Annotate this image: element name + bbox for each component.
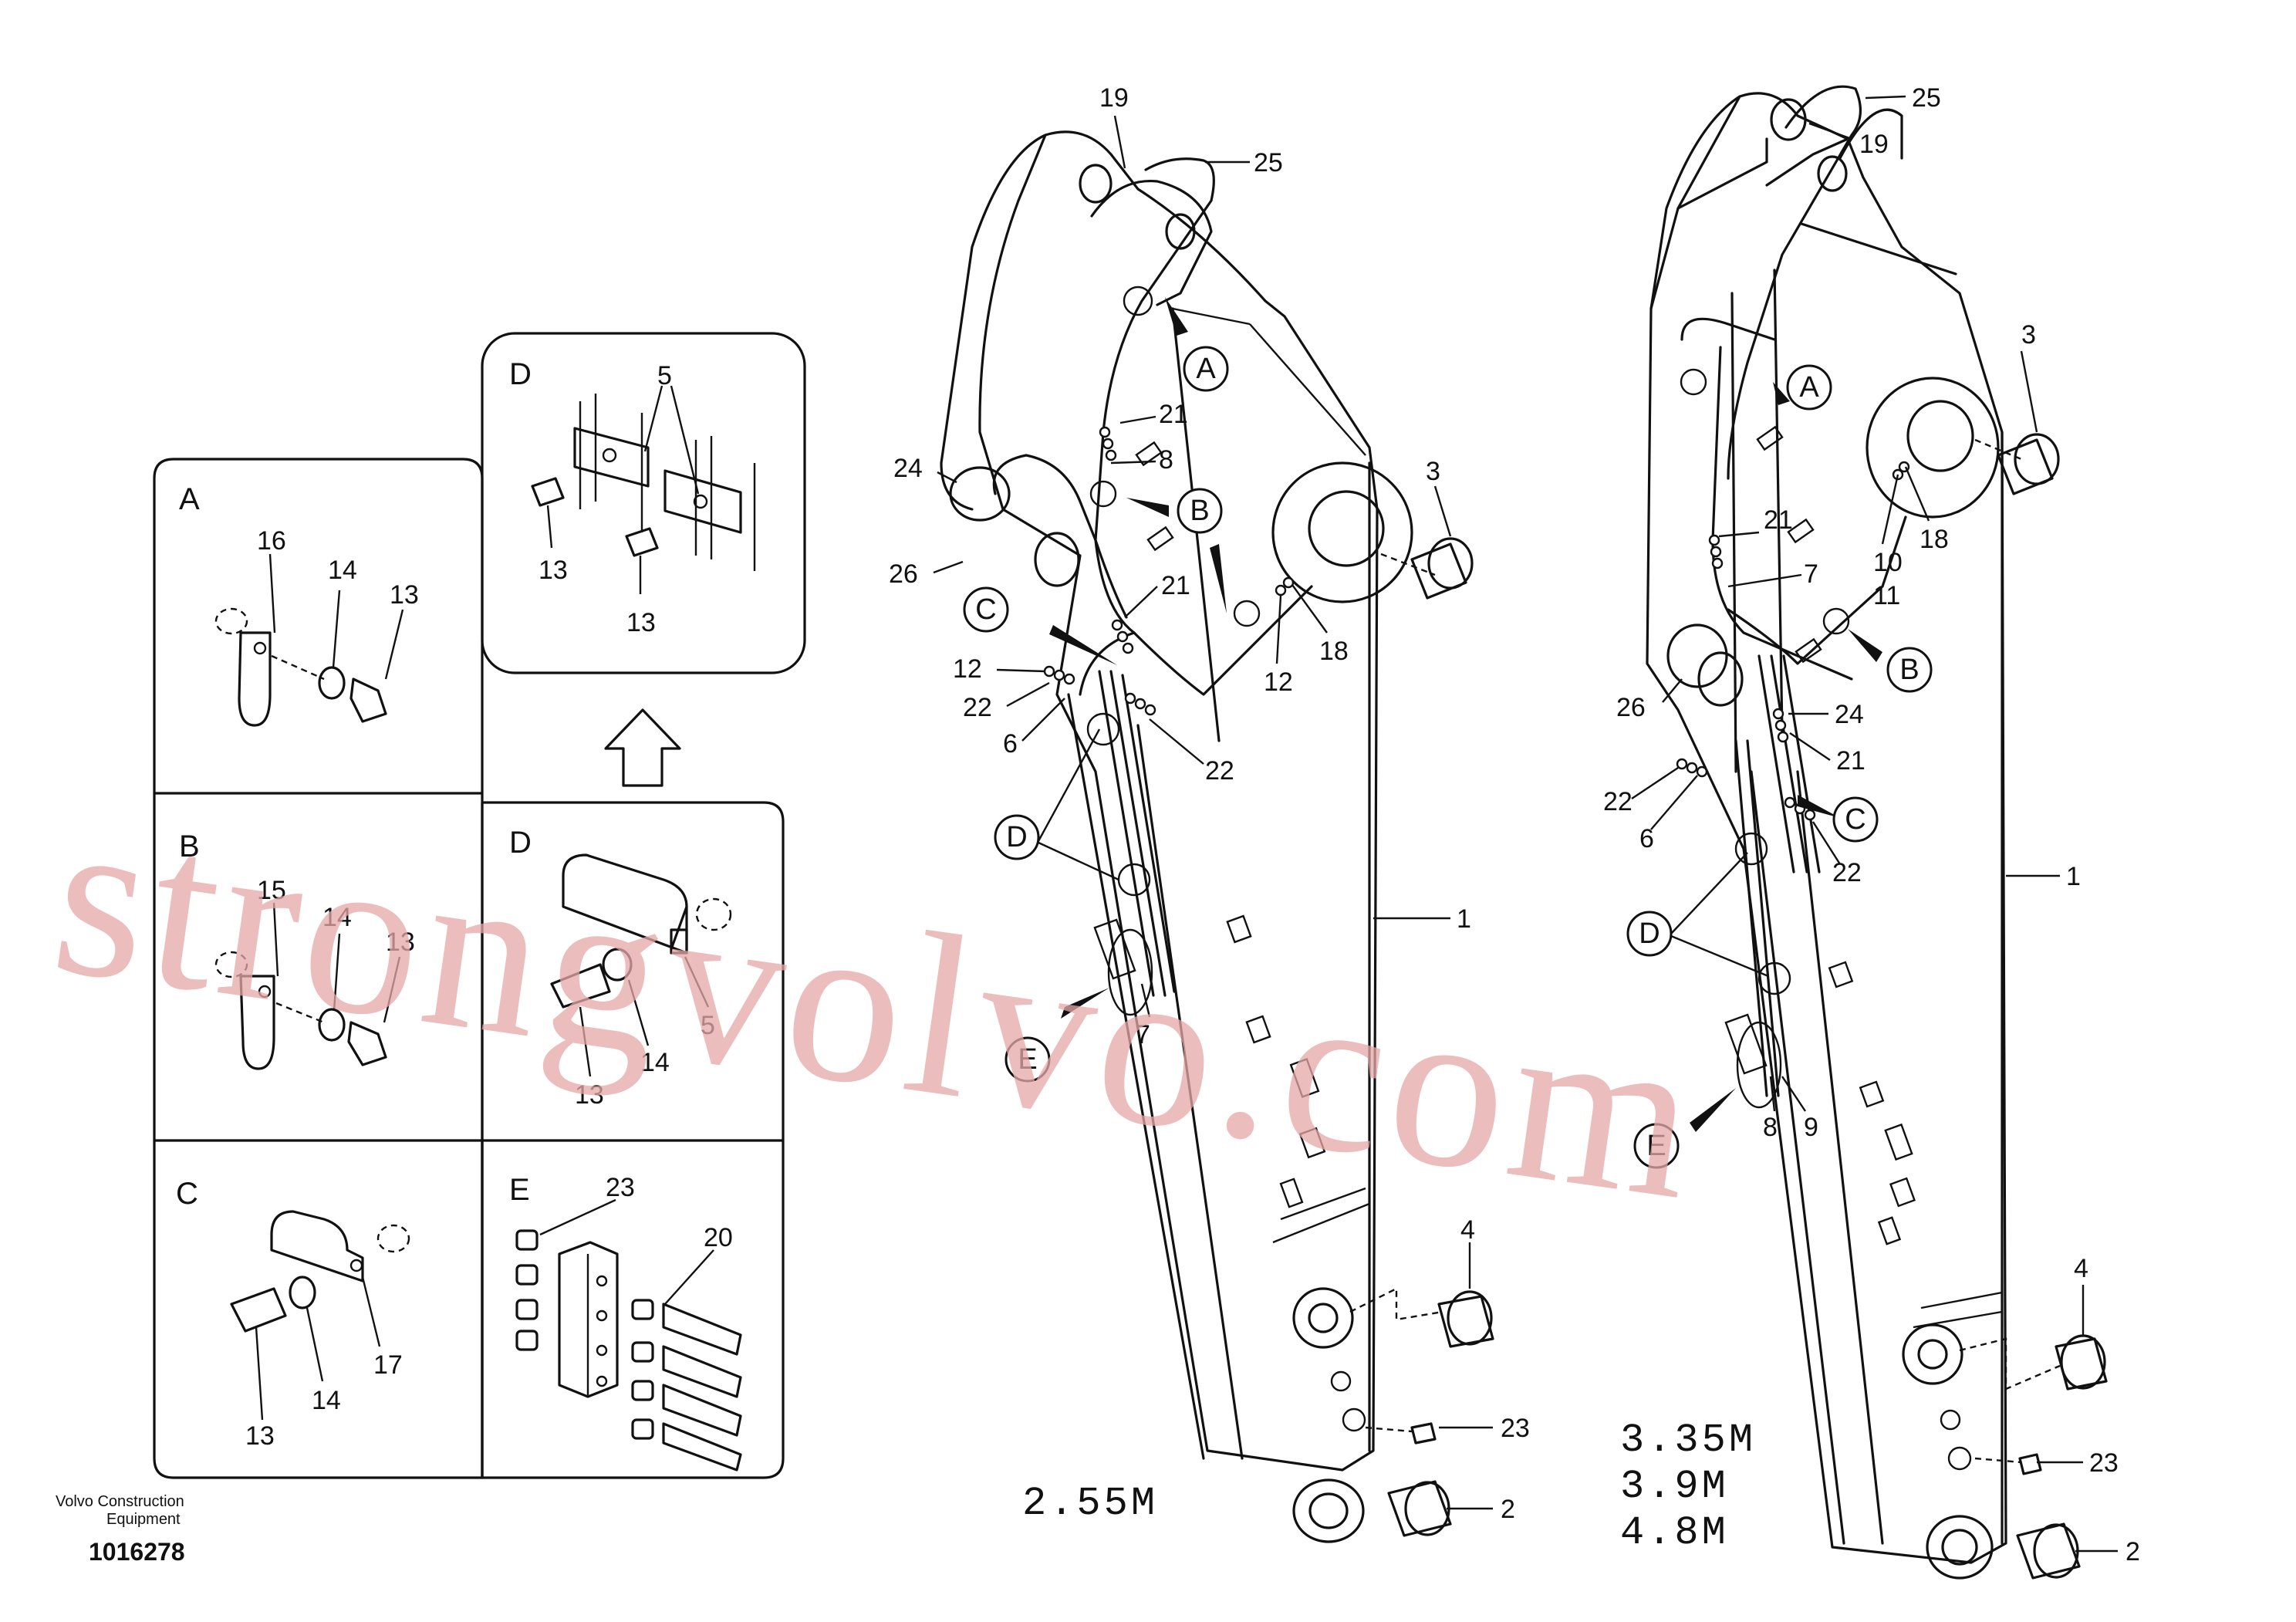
right-arm-size-label-2: 3.9M	[1620, 1464, 1729, 1509]
panel-c-label-13: 13	[245, 1421, 275, 1451]
panel-c-letter: C	[176, 1177, 198, 1211]
detail-panels: A B C D D E 16 14 13	[153, 332, 806, 1479]
panel-a-label-16: 16	[257, 526, 286, 556]
left-callout-e: E	[1018, 1043, 1037, 1076]
left-label-21a: 21	[1159, 400, 1188, 429]
panel-a-label-13: 13	[390, 580, 419, 610]
right-label-3: 3	[2021, 320, 2036, 350]
right-label-21b: 21	[1836, 746, 1866, 776]
left-label-2: 2	[1501, 1495, 1515, 1524]
left-arm-drawing: A B C D E 19 25 24 26 21 8 21 12 22 6	[889, 83, 1530, 1543]
right-arm-size-label-1: 3.35M	[1620, 1418, 1756, 1463]
right-label-1: 1	[2066, 862, 2081, 891]
panel-d-letter: D	[509, 826, 532, 860]
panel-c-label-17: 17	[373, 1350, 403, 1380]
panel-a-parts: 16 14 13	[214, 526, 419, 727]
panel-a-letter: A	[179, 482, 200, 516]
left-label-12a: 12	[953, 654, 982, 684]
left-label-22a: 22	[963, 693, 992, 722]
left-label-24: 24	[893, 454, 923, 483]
panel-e-label-20: 20	[704, 1223, 733, 1252]
panel-d-label-5: 5	[701, 1011, 715, 1040]
panel-d-top-label-5: 5	[657, 361, 672, 390]
watermark: strongvolvo.com	[41, 765, 1715, 1249]
panel-b-letter: B	[179, 830, 200, 863]
left-label-26: 26	[889, 559, 918, 589]
left-label-23: 23	[1501, 1414, 1530, 1443]
company-name: Volvo Construction	[56, 1493, 184, 1510]
right-label-9: 9	[1804, 1113, 1818, 1142]
right-label-7: 7	[1804, 559, 1818, 589]
right-callout-a: A	[1799, 371, 1819, 404]
right-callout-c: C	[1845, 803, 1866, 836]
panel-c-parts: 17 14 13	[230, 1210, 410, 1451]
left-label-19: 19	[1099, 83, 1129, 113]
right-label-25: 25	[1912, 83, 1941, 113]
right-label-18: 18	[1920, 525, 1949, 554]
right-label-22b: 22	[1832, 858, 1862, 887]
left-callout-a: A	[1196, 353, 1216, 385]
right-arm-size-label-3: 4.8M	[1620, 1510, 1729, 1556]
panel-d-top-label-13a: 13	[539, 556, 568, 585]
footer: Volvo Construction Equipment 1016278	[56, 1493, 185, 1566]
drawing-number: 1016278	[89, 1538, 185, 1566]
right-label-2: 2	[2125, 1537, 2140, 1566]
right-label-21a: 21	[1764, 505, 1793, 535]
panel-b-label-14: 14	[322, 903, 352, 932]
right-arm-drawing: A B C D E 25 19 3 21 7 18 10 11 26 24	[1603, 83, 2140, 1580]
left-label-22b: 22	[1205, 756, 1234, 786]
left-callout-c: C	[975, 593, 996, 626]
company-name-line2: Equipment	[106, 1511, 181, 1528]
right-label-22a: 22	[1603, 787, 1633, 816]
left-label-7: 7	[1136, 1020, 1150, 1049]
left-label-1: 1	[1457, 904, 1471, 934]
left-label-12b: 12	[1264, 667, 1293, 697]
left-label-6: 6	[1003, 729, 1018, 759]
right-label-23: 23	[2089, 1448, 2119, 1478]
panel-d-label-14: 14	[640, 1048, 670, 1077]
left-callout-b: B	[1190, 495, 1209, 527]
right-label-19: 19	[1859, 130, 1889, 159]
right-label-26: 26	[1616, 693, 1646, 722]
left-label-8: 8	[1159, 445, 1173, 475]
panel-b-label-15: 15	[257, 876, 286, 905]
panel-d-parts: 5 14 13	[550, 853, 732, 1110]
panel-d-top-parts: 5 13 13	[531, 361, 756, 637]
left-label-4: 4	[1460, 1215, 1475, 1245]
panel-e-label-23: 23	[606, 1173, 635, 1202]
right-label-10: 10	[1873, 548, 1903, 577]
left-callout-d: D	[1006, 821, 1027, 853]
right-callout-b: B	[1899, 654, 1919, 686]
panel-e-letter: E	[509, 1173, 530, 1207]
panel-d-label-13: 13	[575, 1080, 604, 1110]
left-label-21b: 21	[1161, 571, 1190, 600]
right-label-24: 24	[1835, 700, 1864, 729]
right-callout-d: D	[1639, 917, 1660, 950]
left-label-25: 25	[1254, 148, 1283, 177]
left-label-18: 18	[1319, 637, 1349, 666]
panel-b-parts: 15 14 13	[214, 876, 415, 1070]
panel-c-label-14: 14	[312, 1386, 341, 1415]
panel-a-label-14: 14	[328, 556, 357, 585]
right-label-8: 8	[1763, 1113, 1778, 1142]
right-label-11: 11	[1873, 581, 1900, 610]
panel-b-label-13: 13	[386, 928, 415, 957]
left-label-3: 3	[1426, 457, 1440, 486]
right-callout-e: E	[1646, 1130, 1666, 1162]
right-label-4: 4	[2074, 1254, 2088, 1283]
panel-d-top-letter: D	[509, 357, 532, 391]
right-label-6: 6	[1639, 824, 1654, 853]
panel-d-top-label-13b: 13	[626, 608, 656, 637]
panel-e-parts: 23 20	[515, 1173, 742, 1472]
left-arm-size-label: 2.55M	[1022, 1481, 1158, 1526]
